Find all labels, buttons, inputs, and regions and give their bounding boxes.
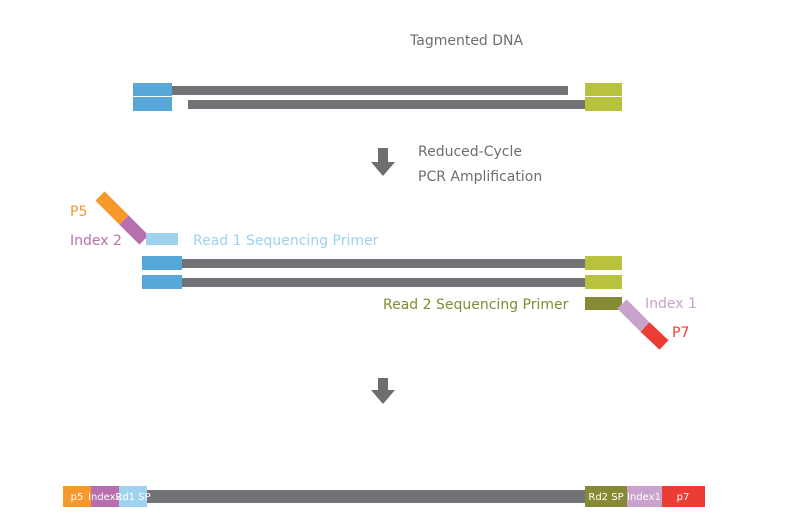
- adapter-blue-bottom: [133, 97, 172, 111]
- segment-p7: [662, 486, 705, 507]
- segment-rd2sp-label: Rd2 SP: [588, 492, 623, 503]
- read1-primer: [146, 233, 178, 245]
- adapter-blue-top: [133, 83, 172, 96]
- title: Tagmented DNA: [409, 33, 524, 49]
- segment-rd1sp-label: Rd1 SP: [115, 492, 150, 503]
- segment-rd2sp: [585, 486, 627, 507]
- strand-top: [182, 259, 585, 268]
- adapter-green-bottom: [585, 275, 622, 289]
- read2-label: Read 2 Sequencing Primer: [383, 297, 569, 313]
- pcr-stage: P5 Index 2 Read 1 Sequencing Primer Read…: [70, 191, 697, 350]
- strand-bottom: [188, 100, 585, 109]
- adapter-green-bottom: [585, 97, 622, 111]
- down-arrow-icon: [371, 148, 395, 176]
- segment-index1-label: Index1: [627, 492, 661, 503]
- index1-segment: [617, 299, 650, 332]
- insert-strand: [147, 490, 585, 503]
- read2-primer: [585, 297, 622, 310]
- adapter-green-top: [585, 256, 622, 270]
- index1-label: Index 1: [645, 296, 697, 312]
- adapter-blue-top: [142, 256, 182, 270]
- step-line1: Reduced-Cycle: [418, 144, 522, 160]
- strand-bottom: [182, 278, 585, 287]
- index2-label: Index 2: [70, 233, 122, 249]
- segment-rd1sp: [119, 486, 147, 507]
- adapter-blue-bottom: [142, 275, 182, 289]
- final-library: p5 Index2 Rd1 SP Rd2 SP Index1 p7: [63, 486, 705, 507]
- index2-segment: [119, 215, 149, 245]
- strand-top: [172, 86, 568, 95]
- segment-index1: [627, 486, 662, 507]
- p7-segment: [640, 322, 669, 350]
- segment-index2-label: Index2: [88, 492, 122, 503]
- p5-label: P5: [70, 204, 87, 220]
- segment-index2: [91, 486, 119, 507]
- down-arrow-icon: [371, 378, 395, 404]
- segment-p7-label: p7: [677, 492, 690, 503]
- p5-segment: [95, 191, 129, 225]
- step-line2: PCR Amplification: [418, 169, 542, 185]
- segment-p5-label: p5: [71, 492, 84, 503]
- adapter-green-top: [585, 83, 622, 96]
- tagmented-dna: [133, 83, 622, 111]
- segment-p5: [63, 486, 91, 507]
- p7-label: P7: [672, 325, 689, 341]
- read1-label: Read 1 Sequencing Primer: [193, 233, 379, 249]
